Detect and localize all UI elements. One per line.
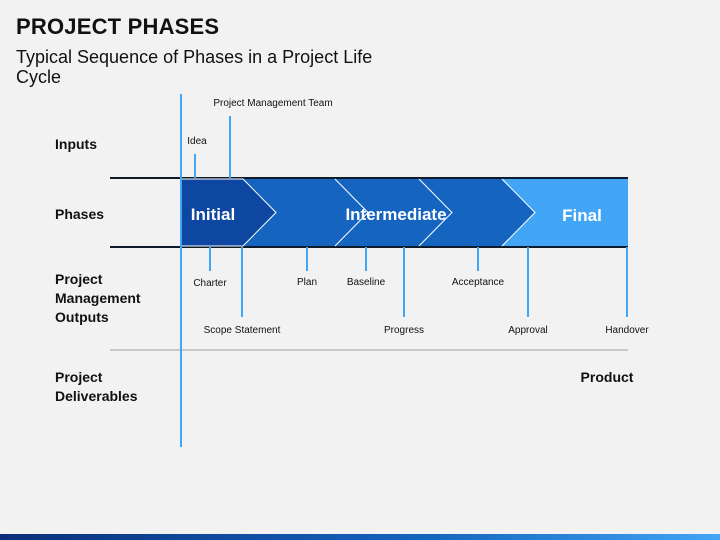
phase-label-final: Final (562, 206, 602, 225)
output-label-baseline: Baseline (346, 277, 386, 288)
row-label-deliverables: Project Deliverables (55, 369, 138, 404)
output-label-progress: Progress (383, 325, 425, 336)
phase-final-block (502, 179, 628, 246)
footer-accent-bar (0, 534, 720, 540)
output-label-approval: Approval (508, 325, 548, 336)
input-label-team: Project Management Team (213, 98, 333, 109)
deliverable-label-product: Product (580, 369, 634, 385)
chevron-divider-3 (501, 178, 536, 247)
row-label-phases: Phases (55, 206, 105, 222)
output-label-acceptance: Acceptance (451, 277, 505, 288)
phase-label-intermediate: Intermediate (345, 205, 447, 224)
row-label-inputs: Inputs (55, 136, 97, 152)
input-label-idea: Idea (187, 136, 207, 147)
output-label-handover: Handover (605, 325, 649, 336)
output-label-plan: Plan (296, 277, 318, 288)
chevron-divider-2 (418, 178, 453, 247)
output-label-charter: Charter (193, 278, 227, 289)
page-subtitle: Typical Sequence of Phases in a Project … (16, 47, 373, 87)
phase-label-initial: Initial (190, 205, 236, 224)
chevron-divider-1 (334, 178, 369, 247)
output-label-scope: Scope Statement (203, 325, 281, 336)
page-title: PROJECT PHASES (16, 14, 220, 39)
row-label-outputs: Project Management Outputs (55, 271, 141, 325)
